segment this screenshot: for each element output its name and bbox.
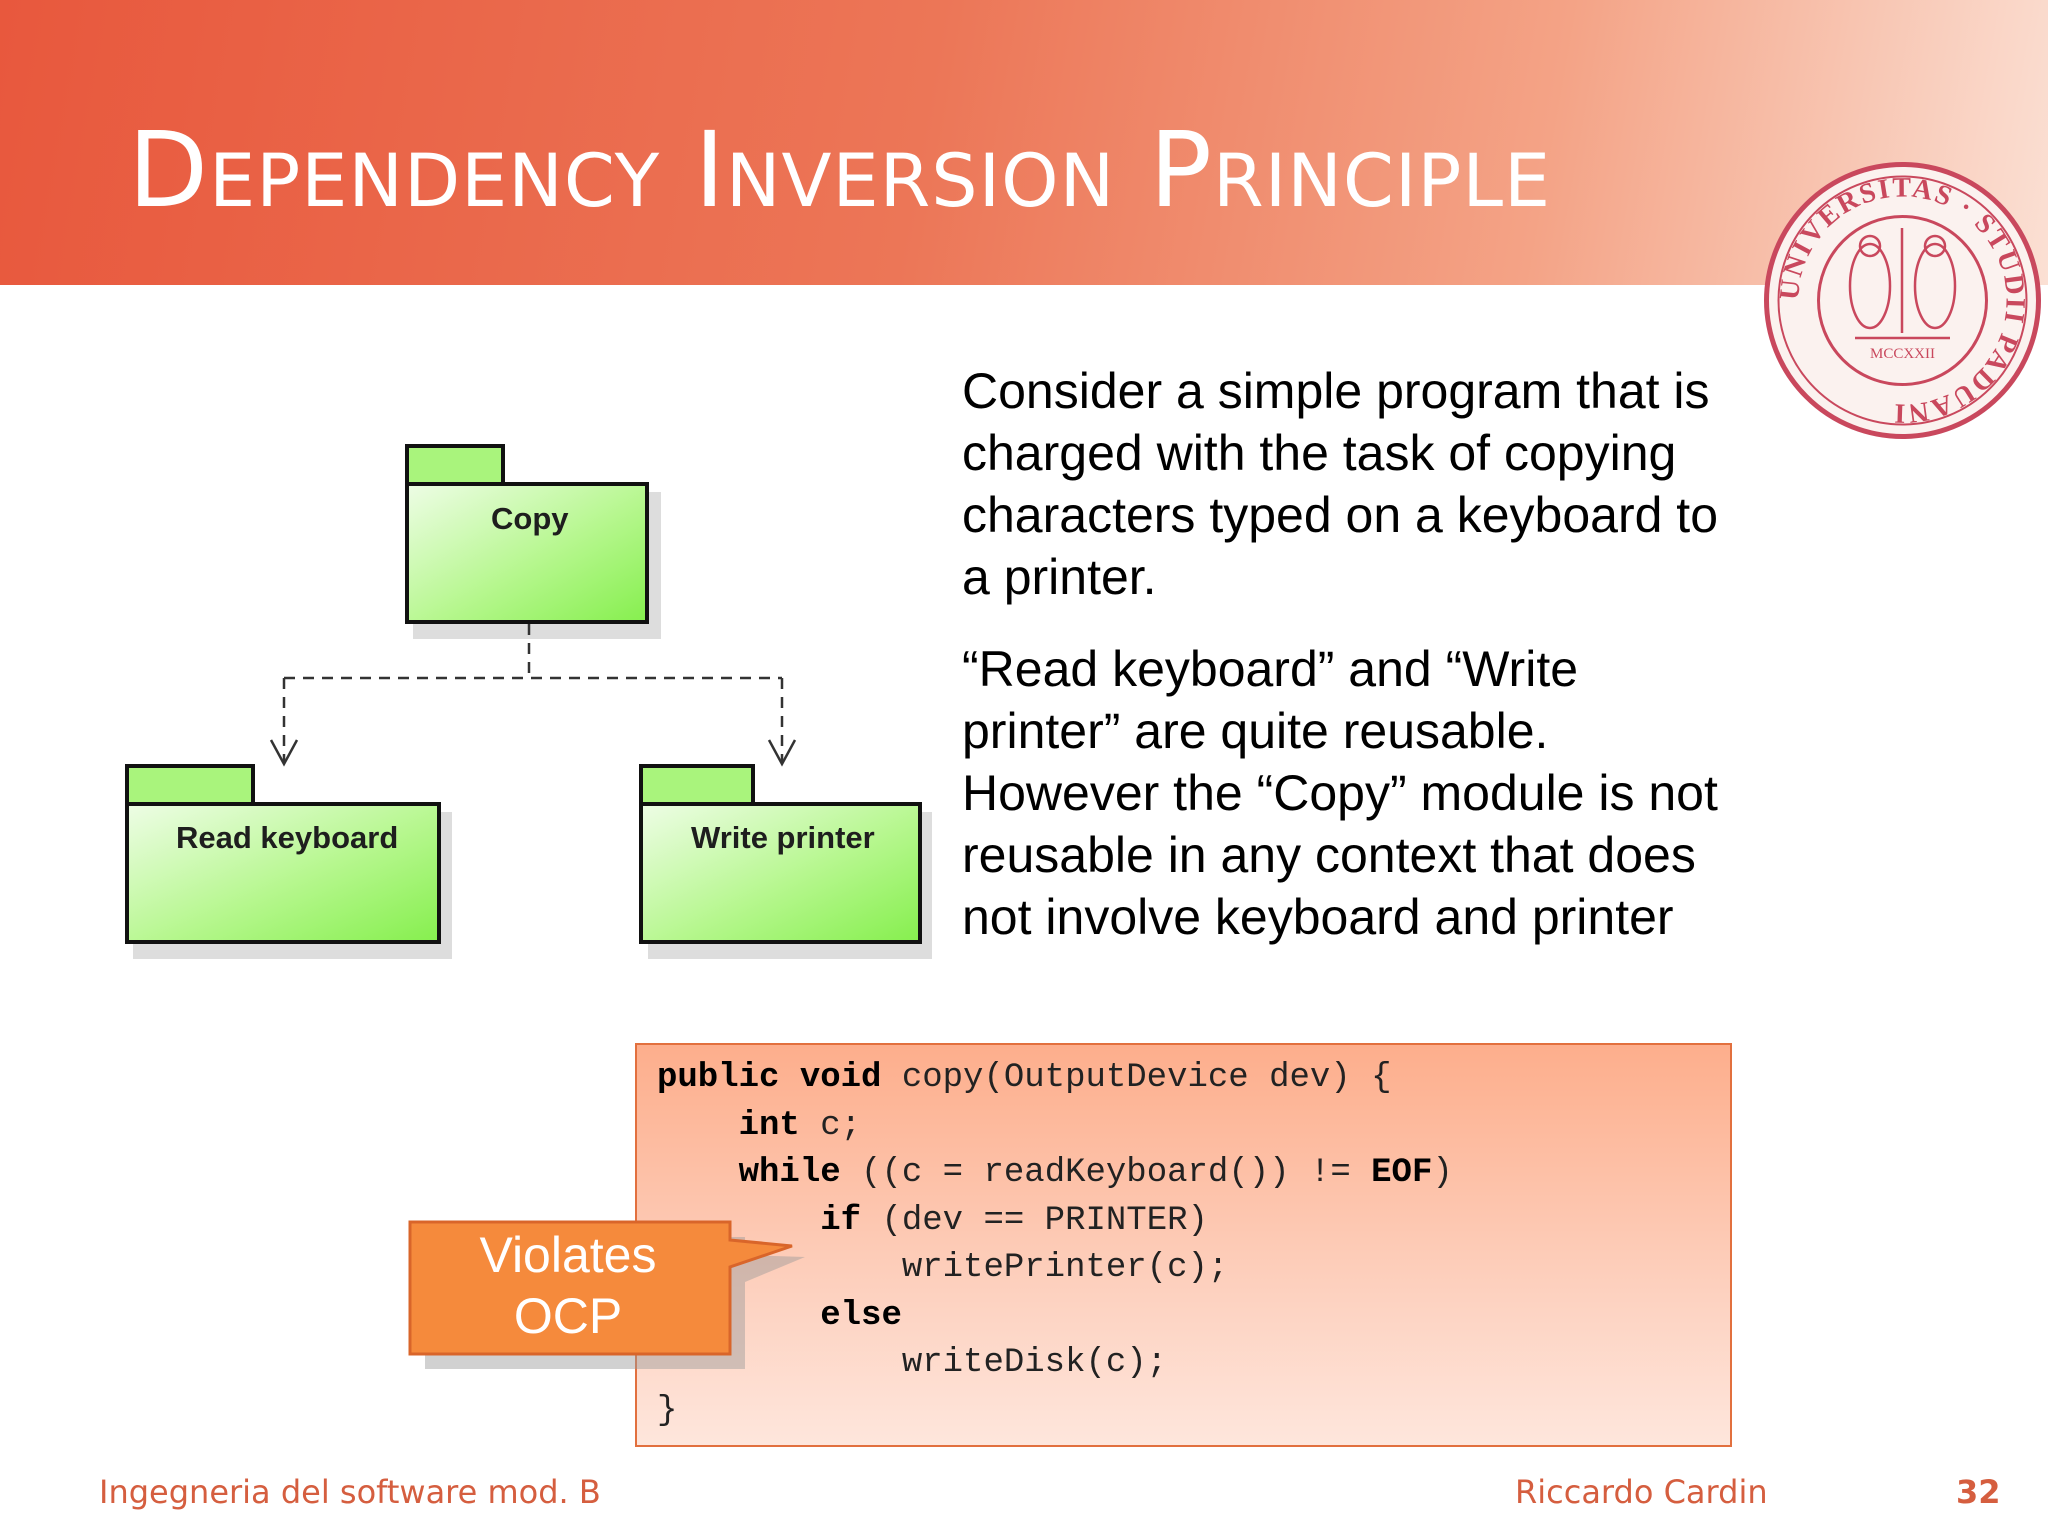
callout-line-2: OCP — [513, 1288, 623, 1344]
code-line: if (dev == PRINTER) — [657, 1198, 1453, 1246]
callout-line-1: Violates — [479, 1227, 657, 1283]
footer-course: Ingegneria del software mod. B — [99, 1473, 601, 1511]
code-line: } — [657, 1388, 1453, 1436]
slide-body: Consider a simple program that is charge… — [962, 360, 1722, 978]
svg-text:MCCXXII: MCCXXII — [1870, 346, 1935, 362]
package-copy — [405, 444, 649, 624]
dependency-arrows — [282, 624, 784, 764]
code-keyword: int — [738, 1106, 800, 1145]
package-label-copy: Copy — [491, 501, 569, 536]
code-text: c; — [799, 1106, 862, 1145]
package-label-write-printer: Write printer — [691, 820, 875, 855]
code-line: while ((c = readKeyboard()) != EOF) — [657, 1150, 1453, 1198]
code-text: writeDisk(c); — [657, 1344, 1168, 1382]
paragraph-reusability: “Read keyboard” and “Write printer” are … — [962, 641, 1718, 945]
code-text: ) — [1432, 1154, 1453, 1192]
code-line: int c; — [657, 1103, 1453, 1151]
title-bar — [0, 0, 2048, 285]
code-keyword: while — [738, 1154, 841, 1192]
package-label-read-keyboard: Read keyboard — [176, 820, 399, 855]
callout-violates-ocp: Violates OCP — [408, 1225, 728, 1347]
code-keyword: else — [820, 1296, 902, 1335]
code-keyword: if — [820, 1201, 862, 1240]
code-text: writePrinter(c); — [657, 1249, 1229, 1287]
page-number: 32 — [1956, 1473, 2001, 1511]
code-text: (dev == PRINTER) — [861, 1201, 1208, 1240]
code-text: copy(OutputDevice dev) { — [881, 1059, 1392, 1097]
university-seal-logo: UNIVERSITAS · STUDII PADUANI MCCXXII — [1764, 162, 2041, 439]
package-read-keyboard — [125, 764, 441, 944]
code-line: else — [657, 1293, 1453, 1341]
package-write-printer — [639, 764, 922, 944]
code-text: ((c = readKeyboard()) != — [840, 1154, 1372, 1192]
code-line: public void copy(OutputDevice dev) { — [657, 1055, 1453, 1103]
code-line: writeDisk(c); — [657, 1340, 1453, 1388]
code-keyword: public void — [657, 1059, 882, 1097]
code-listing: public void copy(OutputDevice dev) { int… — [657, 1055, 1453, 1435]
arrow-heads — [269, 739, 797, 767]
code-text: } — [657, 1391, 678, 1430]
code-keyword: EOF — [1371, 1154, 1433, 1192]
slide-title: Dependency Inversion Principle — [128, 109, 1552, 231]
code-line: writePrinter(c); — [657, 1245, 1453, 1293]
paragraph-intro: Consider a simple program that is charge… — [962, 363, 1719, 605]
footer-author: Riccardo Cardin — [1515, 1473, 1768, 1511]
